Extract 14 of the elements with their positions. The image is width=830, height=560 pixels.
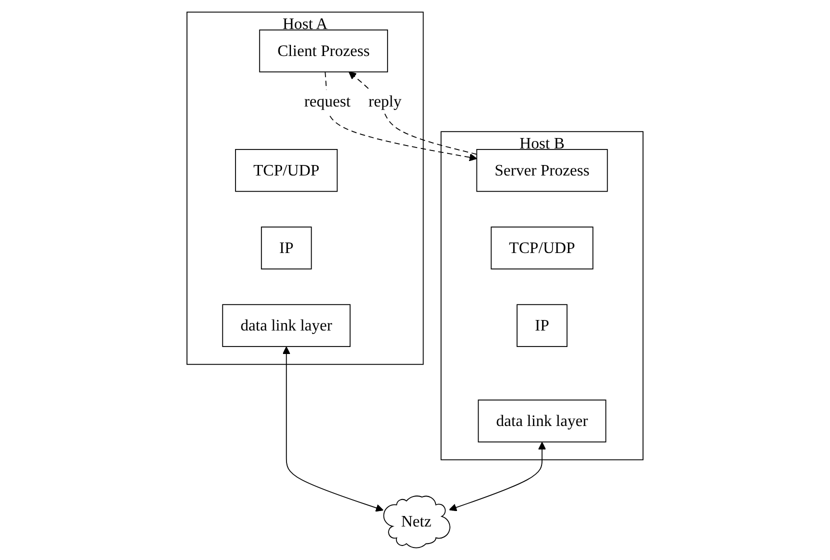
node-box: Client Prozess xyxy=(259,30,388,72)
node-box: IP xyxy=(516,304,568,347)
node-box: data link layer xyxy=(222,304,351,347)
node-box: IP xyxy=(260,226,312,270)
arrow xyxy=(348,72,478,155)
node-box: data link layer xyxy=(478,400,606,442)
edge-label: reply xyxy=(368,92,402,110)
node-box: TCP/UDP xyxy=(235,149,338,192)
arrow xyxy=(448,442,546,512)
edge-label: request xyxy=(304,92,351,110)
arrow xyxy=(324,71,478,162)
arrow xyxy=(282,346,384,512)
node-box: TCP/UDP xyxy=(490,226,594,270)
node-box: Server Prozess xyxy=(476,149,608,192)
